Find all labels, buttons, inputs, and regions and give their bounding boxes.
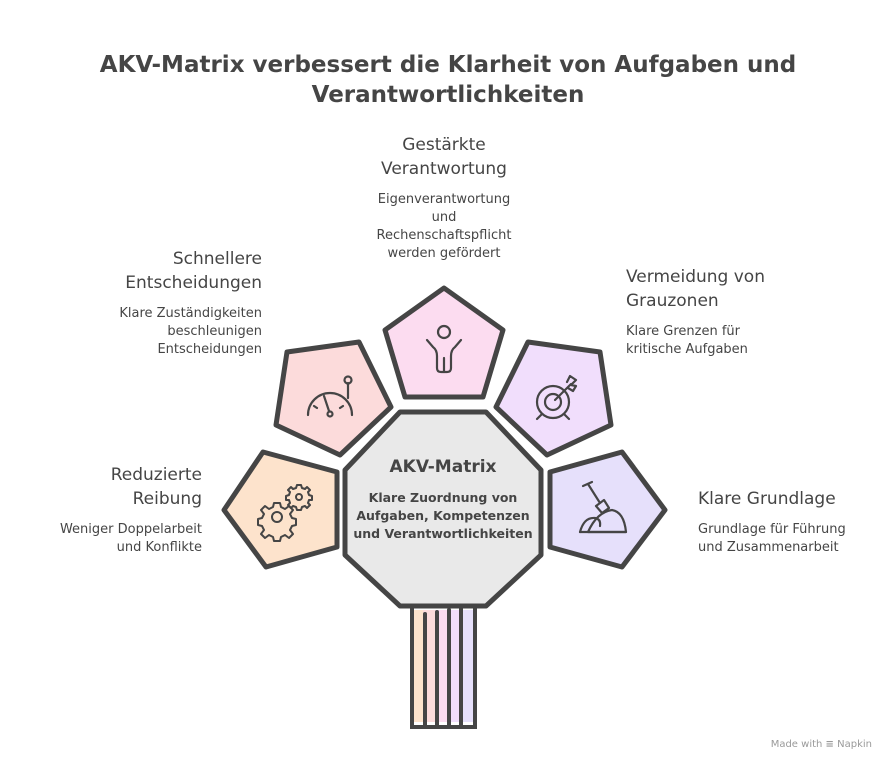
heading-line: Vermeidung von xyxy=(626,267,765,287)
label-gestaerkte-verantwortung: Gestärkte Verantwortung Eigenverantwortu… xyxy=(334,133,554,263)
diagram-title: AKV-Matrix verbessert die Klarheit von A… xyxy=(0,50,896,110)
heading-line: Reduzierte xyxy=(110,465,202,485)
label-vermeidung-von-grauzonen: Vermeidung von Grauzonen Klare Grenzen f… xyxy=(626,265,826,359)
label-description: Klare Zuständigkeiten beschleunigen Ents… xyxy=(60,305,262,359)
pentagon-gestaerkte-verantwortung xyxy=(382,285,506,400)
description-line: Rechenschaftspflicht xyxy=(376,228,512,243)
label-description: Weniger Doppelarbeit und Konflikte xyxy=(20,521,202,557)
description-line: beschleunigen xyxy=(167,324,262,339)
label-heading: Schnellere Entscheidungen xyxy=(60,247,262,295)
description-line: und Konflikte xyxy=(116,540,202,555)
label-description: Eigenverantwortung und Rechenschaftspfli… xyxy=(334,191,554,263)
heading-line: Verantwortung xyxy=(381,159,507,179)
shovel-dirt-icon xyxy=(578,480,628,534)
center-description: Klare Zuordnung von Aufgaben, Kompetenze… xyxy=(353,490,533,541)
pentagon-vermeidung-von-grauzonen xyxy=(493,339,614,458)
description-line: und xyxy=(431,210,457,225)
description-line: Klare Grenzen für xyxy=(626,324,741,339)
stem xyxy=(410,605,477,729)
heading-line: Entscheidungen xyxy=(125,273,262,293)
description-line: Grundlage für Führung xyxy=(698,522,846,537)
heading-line: Reibung xyxy=(132,489,202,509)
description-line: und Zusammenarbeit xyxy=(698,540,839,555)
gears-icon xyxy=(257,484,313,542)
description-line: Klare Zuständigkeiten xyxy=(119,306,262,321)
target-arrow-icon xyxy=(535,374,578,421)
heading-line: Gestärkte xyxy=(402,135,486,155)
footer-brand: Napkin xyxy=(837,739,872,750)
person-arms-up-icon xyxy=(425,324,463,374)
heading-line: Klare Grundlage xyxy=(698,489,836,509)
pentagon-schnellere-entscheidungen xyxy=(273,339,394,458)
made-with-napkin-footer: Made with ≡ Napkin xyxy=(771,739,872,750)
footer-text: Made with xyxy=(770,739,823,750)
label-heading: Klare Grundlage xyxy=(698,487,888,511)
label-schnellere-entscheidungen: Schnellere Entscheidungen Klare Zuständi… xyxy=(60,247,262,359)
label-reduzierte-reibung: Reduzierte Reibung Weniger Doppelarbeit … xyxy=(20,463,202,557)
title-line-2: Verantwortlichkeiten xyxy=(311,82,585,108)
label-klare-grundlage: Klare Grundlage Grundlage für Führung un… xyxy=(698,487,888,557)
label-heading: Vermeidung von Grauzonen xyxy=(626,265,826,313)
heading-line: Schnellere xyxy=(172,249,262,269)
napkin-logo-icon: ≡ xyxy=(825,739,834,750)
description-line: Weniger Doppelarbeit xyxy=(59,522,202,537)
description-line: Entscheidungen xyxy=(157,342,262,357)
heading-line: Grauzonen xyxy=(626,291,719,311)
center-octagon xyxy=(342,409,544,609)
label-description: Grundlage für Führung und Zusammenarbeit xyxy=(698,521,888,557)
description-line: Eigenverantwortung xyxy=(377,192,511,207)
label-heading: Reduzierte Reibung xyxy=(20,463,202,511)
speedometer-icon xyxy=(306,375,354,418)
pentagon-reduzierte-reibung xyxy=(221,449,340,570)
center-node: AKV-Matrix Klare Zuordnung von Aufgaben,… xyxy=(352,455,534,543)
label-description: Klare Grenzen für kritische Aufgaben xyxy=(626,323,826,359)
label-heading: Gestärkte Verantwortung xyxy=(334,133,554,181)
description-line: kritische Aufgaben xyxy=(626,342,748,357)
description-line: werden gefördert xyxy=(387,246,501,261)
center-heading: AKV-Matrix xyxy=(389,457,497,477)
title-line-1: AKV-Matrix verbessert die Klarheit von A… xyxy=(99,52,797,78)
